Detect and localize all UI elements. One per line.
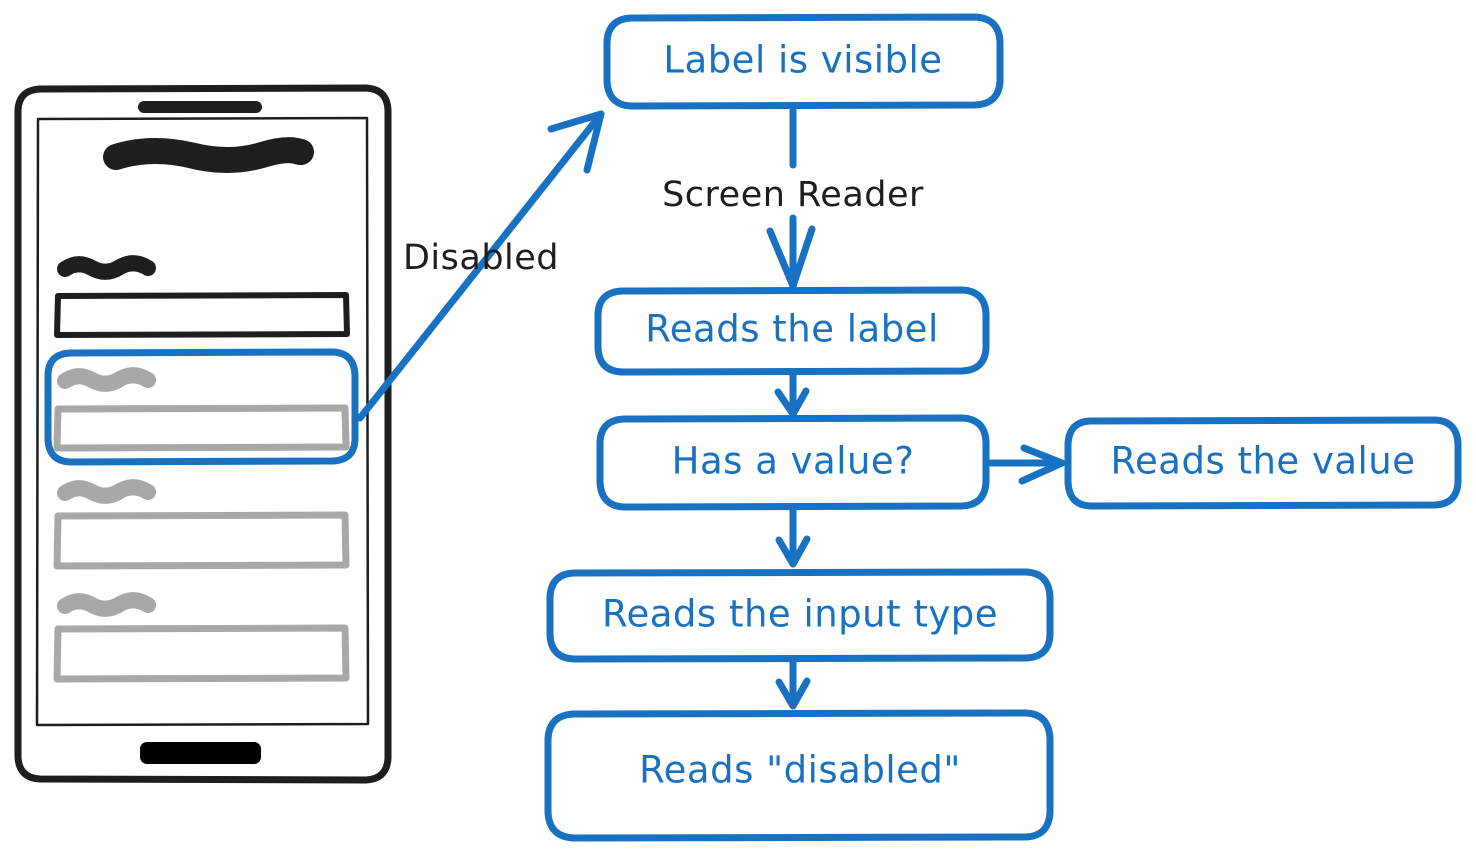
field-3-input: [53, 511, 350, 570]
arrow-disabled-line: [356, 110, 605, 422]
field-2-highlight-ring: [44, 348, 359, 466]
phone-mockup: [14, 84, 392, 784]
arrow-has-value-to-input-type: [775, 504, 811, 568]
node-reads-disabled[interactable]: Reads "disabled": [544, 709, 1054, 842]
node-label-is-visible-box: [603, 13, 1004, 110]
node-reads-the-input-type[interactable]: Reads the input type: [546, 568, 1054, 663]
field-1-label-placeholder: [57, 255, 156, 280]
phone-frame: [14, 84, 392, 784]
heading-placeholder: [103, 137, 313, 173]
arrow-3-head: [1018, 444, 1066, 485]
arrow-input-type-to-disabled: [775, 657, 811, 710]
node-reads-the-label-text: Reads the label: [645, 308, 938, 351]
node-has-a-value-box: [596, 414, 990, 511]
phone-home-indicator: [140, 742, 261, 764]
node-has-a-value[interactable]: Has a value?: [596, 414, 990, 511]
phone-screen: [35, 116, 370, 727]
heading-placeholder-dot: [283, 138, 314, 165]
arrow-2-head: [774, 387, 810, 418]
field-2-label-placeholder: [57, 367, 156, 392]
node-reads-the-label[interactable]: Reads the label: [594, 286, 990, 376]
field-4-input: [53, 624, 350, 683]
field-2-input: [53, 404, 350, 452]
form-field-3-disabled: [53, 479, 350, 570]
node-reads-the-value-text: Reads the value: [1110, 440, 1415, 483]
form-field-1[interactable]: [54, 255, 350, 338]
node-reads-the-input-type-box: [546, 568, 1054, 663]
arrow-1-head: [766, 225, 816, 290]
node-reads-the-input-type-text: Reads the input type: [602, 593, 998, 636]
node-reads-disabled-text: Reads "disabled": [639, 749, 961, 792]
node-has-a-value-text: Has a value?: [672, 440, 915, 483]
arrow-reads-label-to-has-value: [774, 369, 810, 418]
node-reads-the-label-box: [594, 286, 990, 376]
arrow-label-to-reads-label: [766, 103, 816, 290]
node-reads-the-value[interactable]: Reads the value: [1064, 416, 1462, 510]
field-4-label-placeholder: [57, 592, 156, 617]
node-reads-disabled-box: [544, 709, 1054, 842]
field-3-label-placeholder: [57, 479, 156, 504]
node-label-is-visible[interactable]: Label is visible: [603, 13, 1004, 110]
form-field-2-disabled[interactable]: [44, 348, 359, 466]
node-reads-the-value-box: [1064, 416, 1462, 510]
phone-speaker-bar: [138, 101, 262, 113]
arrow-5-head: [775, 677, 811, 710]
node-label-is-visible-text: Label is visible: [663, 39, 942, 82]
form-field-4-disabled: [53, 592, 350, 683]
arrow-disabled-head: [547, 110, 605, 174]
field-1-input[interactable]: [54, 292, 350, 338]
arrow-has-value-to-reads-value: [984, 444, 1066, 485]
edge-label-disabled: Disabled: [403, 238, 559, 278]
arrow-4-head: [775, 535, 811, 568]
edge-label-screen-reader: Screen Reader: [662, 175, 924, 215]
arrow-disabled: [356, 110, 605, 422]
